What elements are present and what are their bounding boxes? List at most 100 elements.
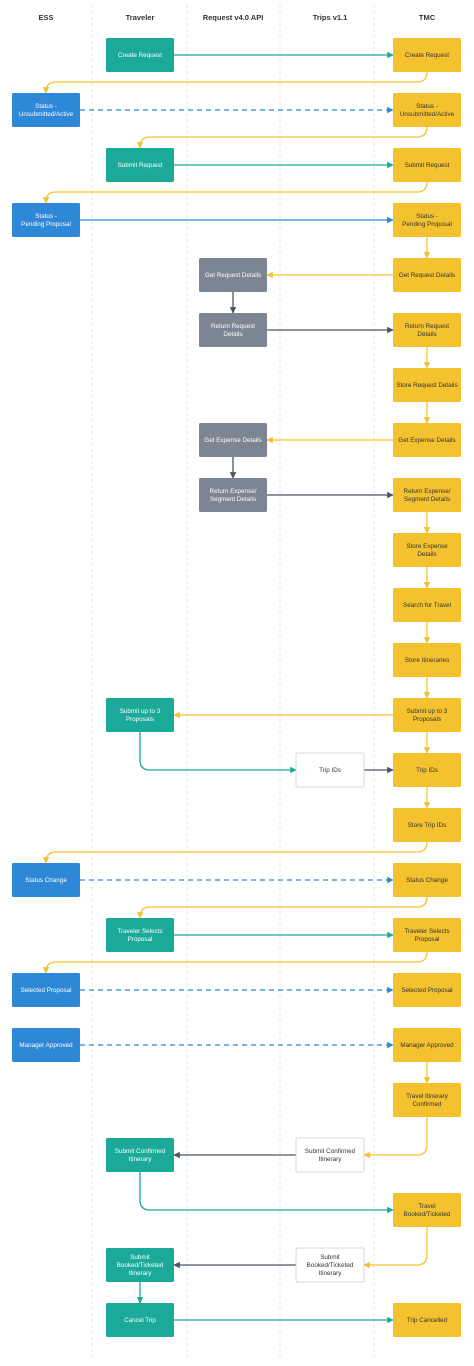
step-tr-create: Create Request	[106, 38, 174, 72]
step-label: Status Change	[406, 877, 448, 884]
step-label: Unsubmitted/Active	[400, 111, 455, 118]
step-label: Status -	[35, 213, 57, 220]
step-label: Submit Confirmed	[305, 1148, 356, 1155]
step-box	[393, 1193, 461, 1227]
step-ess-pending: Status -Pending Proposal	[12, 203, 80, 237]
step-label: Details	[223, 331, 242, 338]
step-box	[295, 752, 365, 788]
step-box	[12, 1028, 80, 1062]
step-label: Segment Details	[404, 496, 450, 503]
step-label: Selected Proposal	[401, 987, 452, 994]
step-tr-cancel: Cancel Trip	[106, 1303, 174, 1337]
step-box	[393, 1028, 461, 1062]
step-tmc-mgr: Manager Approved	[393, 1028, 461, 1062]
step-rq-get-exp: Get Expense Details	[199, 423, 267, 457]
step-box	[393, 643, 461, 677]
step-box	[199, 313, 267, 347]
step-label: Selected Proposal	[20, 987, 71, 994]
step-label: Return Expense/	[404, 488, 451, 495]
lane-title-ess: ESS	[38, 13, 53, 22]
lane-title-trips: Trips v1.1	[313, 13, 348, 22]
step-label: Itinerary	[129, 1270, 153, 1277]
step-tmc-cancel: Trip Cancelled	[393, 1303, 461, 1337]
step-label: Traveler Selects	[117, 928, 162, 935]
step-tmc-get: Get Request Details	[393, 258, 461, 292]
step-box	[393, 203, 461, 237]
step-label: Itinerary	[319, 1156, 343, 1163]
step-box	[393, 148, 461, 182]
flow-arrows	[42, 51, 431, 1324]
step-box	[393, 973, 461, 1007]
step-tr-submit: Submit Request	[106, 148, 174, 182]
step-tmc-tripids: Trip IDs	[393, 753, 461, 787]
step-box	[393, 808, 461, 842]
step-box	[393, 368, 461, 402]
arrow-tmc-selects-to-ess-selected	[42, 951, 428, 974]
step-label: Details	[417, 331, 436, 338]
step-box	[295, 1137, 365, 1173]
step-tmc-unsub: Status -Unsubmitted/Active	[393, 93, 461, 127]
step-box	[12, 93, 80, 127]
step-label: Store Expense	[406, 543, 448, 550]
lane-title-tmc: TMC	[419, 13, 436, 22]
arrow-tmc-unsub-to-tr-submit	[136, 126, 428, 149]
step-tmc-submit: Submit Request	[393, 148, 461, 182]
step-label: Search for Travel	[403, 602, 451, 609]
step-label: Proposal	[415, 936, 440, 943]
step-box	[199, 258, 267, 292]
lane-title-request-api: Request v4.0 API	[203, 13, 264, 22]
arrow-tr-confirmed-to-tmc-booked	[139, 1172, 394, 1214]
step-tmc-status-change: Status Change	[393, 863, 461, 897]
step-label: Confirmed	[412, 1101, 442, 1108]
step-label: Pending Proposal	[402, 221, 452, 228]
step-ess-selected: Selected Proposal	[12, 973, 80, 1007]
step-box	[12, 973, 80, 1007]
step-label: Itinerary	[319, 1270, 343, 1277]
arrow-tmc-itin-confirmed-to-trips-confirmed	[363, 1117, 428, 1159]
step-label: Unsubmitted/Active	[19, 111, 74, 118]
step-box	[393, 588, 461, 622]
step-tmc-store-tripids: Store Trip IDs	[393, 808, 461, 842]
step-label: Booked/Ticketed	[307, 1262, 354, 1269]
step-label: Create Request	[118, 52, 162, 59]
step-box	[393, 38, 461, 72]
step-box	[393, 863, 461, 897]
step-box	[393, 93, 461, 127]
arrow-tmc-status-change-to-tr-selects	[136, 896, 428, 919]
step-label: Trip Cancelled	[407, 1317, 448, 1324]
step-label: Submit up to 3	[120, 708, 161, 715]
lane-titles: ESS Traveler Request v4.0 API Trips v1.1…	[38, 13, 435, 22]
step-label: Submit up to 3	[407, 708, 448, 715]
step-box	[106, 148, 174, 182]
step-label: Proposals	[413, 716, 441, 723]
step-rq-return-exp: Return Expense/Segment Details	[199, 478, 267, 512]
step-tmc-search: Search for Travel	[393, 588, 461, 622]
step-box	[106, 1248, 174, 1282]
step-rq-get: Get Request Details	[199, 258, 267, 292]
step-label: Submit Request	[405, 162, 450, 169]
step-box	[393, 753, 461, 787]
step-box	[106, 1303, 174, 1337]
arrow-tmc-submit-to-ess-pending	[42, 181, 428, 204]
step-label: Travel Itinerary	[406, 1093, 449, 1100]
step-label: Trip IDs	[416, 767, 438, 774]
step-box	[199, 478, 267, 512]
arrow-tr-submit3-to-trips-ids	[139, 732, 297, 774]
step-label: Store Request Details	[396, 382, 457, 389]
step-label: Booked/Ticketed	[117, 1262, 164, 1269]
step-label: Submit	[130, 1254, 150, 1261]
step-box	[106, 698, 174, 732]
step-label: Status Change	[25, 877, 67, 884]
lane-title-traveler: Traveler	[126, 13, 155, 22]
step-box	[106, 1138, 174, 1172]
step-ess-unsub: Status -Unsubmitted/Active	[12, 93, 80, 127]
